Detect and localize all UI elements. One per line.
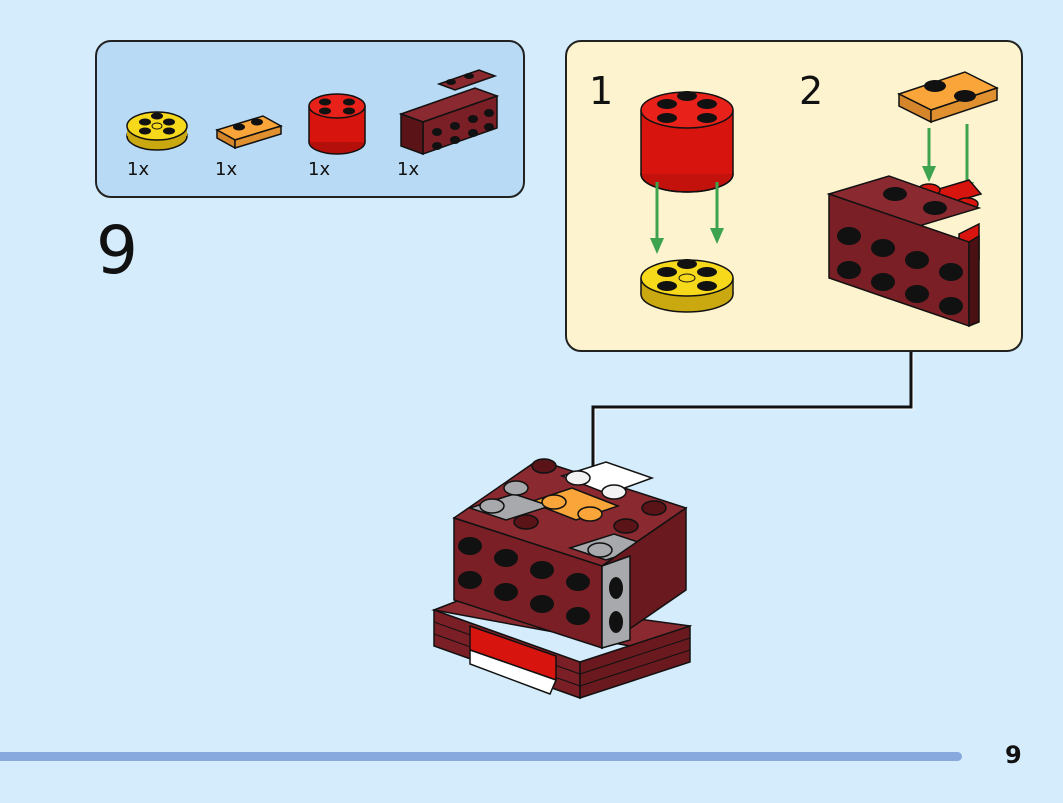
substep-1-illustration xyxy=(640,91,734,313)
dark-red-bracket-icon xyxy=(398,69,500,156)
part-qty-orange: 1x xyxy=(215,159,238,180)
substep-number-1: 1 xyxy=(589,69,614,113)
footer-progress-bar xyxy=(0,752,962,761)
step-number: 9 xyxy=(96,212,138,289)
parts-list-panel: 1x 1x 1x 1x xyxy=(95,40,525,198)
sub-assembly-panel: 1 2 xyxy=(565,40,1023,352)
substep-number-2: 2 xyxy=(799,69,824,113)
part-qty-red: 1x xyxy=(308,159,331,180)
red-round-brick-icon xyxy=(308,93,366,155)
yellow-round-plate-icon xyxy=(126,111,188,151)
page-number: 9 xyxy=(1005,741,1022,769)
substep-2-illustration xyxy=(826,71,999,328)
part-qty-bracket: 1x xyxy=(397,159,420,180)
orange-plate-icon xyxy=(215,115,283,150)
part-qty-yellow: 1x xyxy=(127,159,150,180)
main-assembly-illustration xyxy=(431,458,693,700)
